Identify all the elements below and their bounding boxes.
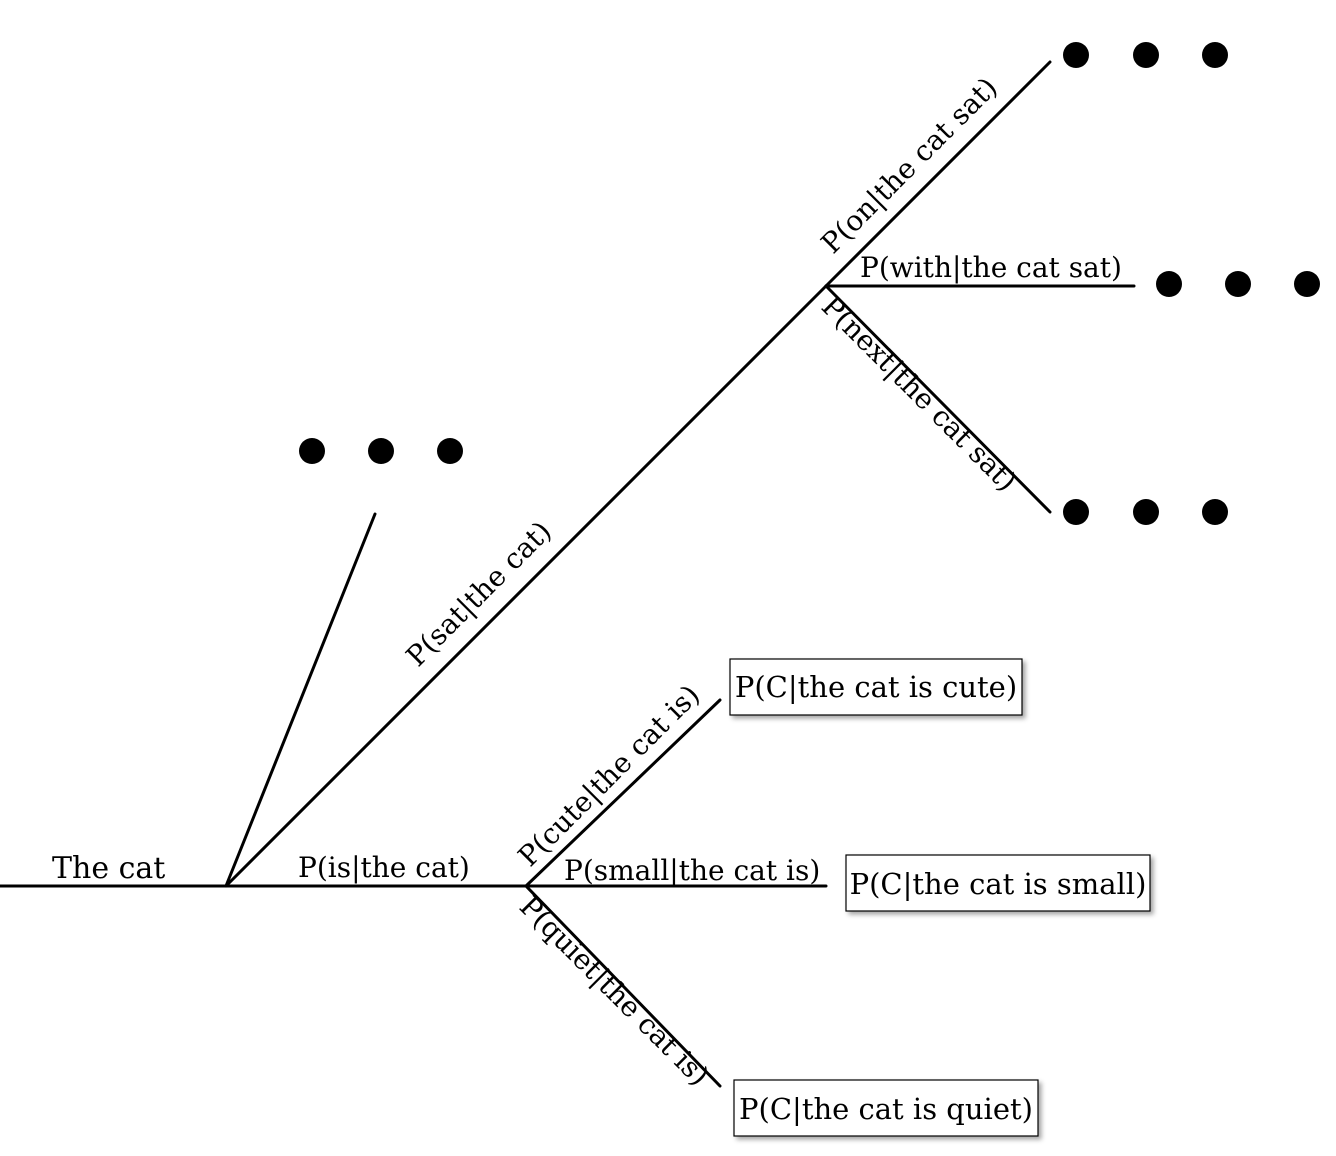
result-label-small: P(C|the cat is small) — [850, 867, 1147, 901]
branch-cute — [524, 698, 722, 888]
root-label: The cat — [52, 851, 165, 886]
result-box-cute: P(C|the cat is cute) — [729, 658, 1023, 716]
ellipsis-dots-next — [1063, 499, 1228, 525]
edge-label-cute: P(cute|the cat is) — [512, 678, 707, 873]
edge-label-with: P(with|the cat sat) — [860, 251, 1122, 284]
result-box-small: P(C|the cat is small) — [845, 854, 1151, 912]
branch-quiet — [524, 884, 722, 1088]
result-label-cute: P(C|the cat is cute) — [735, 670, 1017, 704]
ellipsis-dots-unlabeled — [299, 438, 463, 464]
edge-label-is: P(is|the cat) — [298, 851, 470, 884]
result-box-quiet: P(C|the cat is quiet) — [733, 1079, 1039, 1137]
branch-on — [824, 60, 1052, 288]
branch-sat — [224, 284, 828, 888]
ellipsis-dots-on — [1063, 42, 1228, 68]
edge-label-quiet: P(quiet|the cat is) — [513, 890, 716, 1093]
edge-label-next: P(next|the cat sat) — [815, 290, 1023, 498]
result-label-quiet: P(C|the cat is quiet) — [739, 1092, 1033, 1126]
edge-label-on: P(on|the cat sat) — [815, 71, 1004, 260]
branch-unlabeled — [224, 512, 377, 888]
ellipsis-dots-with — [1156, 271, 1320, 297]
edge-label-sat: P(sat|the cat) — [400, 515, 558, 673]
branch-next — [824, 284, 1052, 514]
edge-label-small: P(small|the cat is) — [564, 854, 820, 887]
